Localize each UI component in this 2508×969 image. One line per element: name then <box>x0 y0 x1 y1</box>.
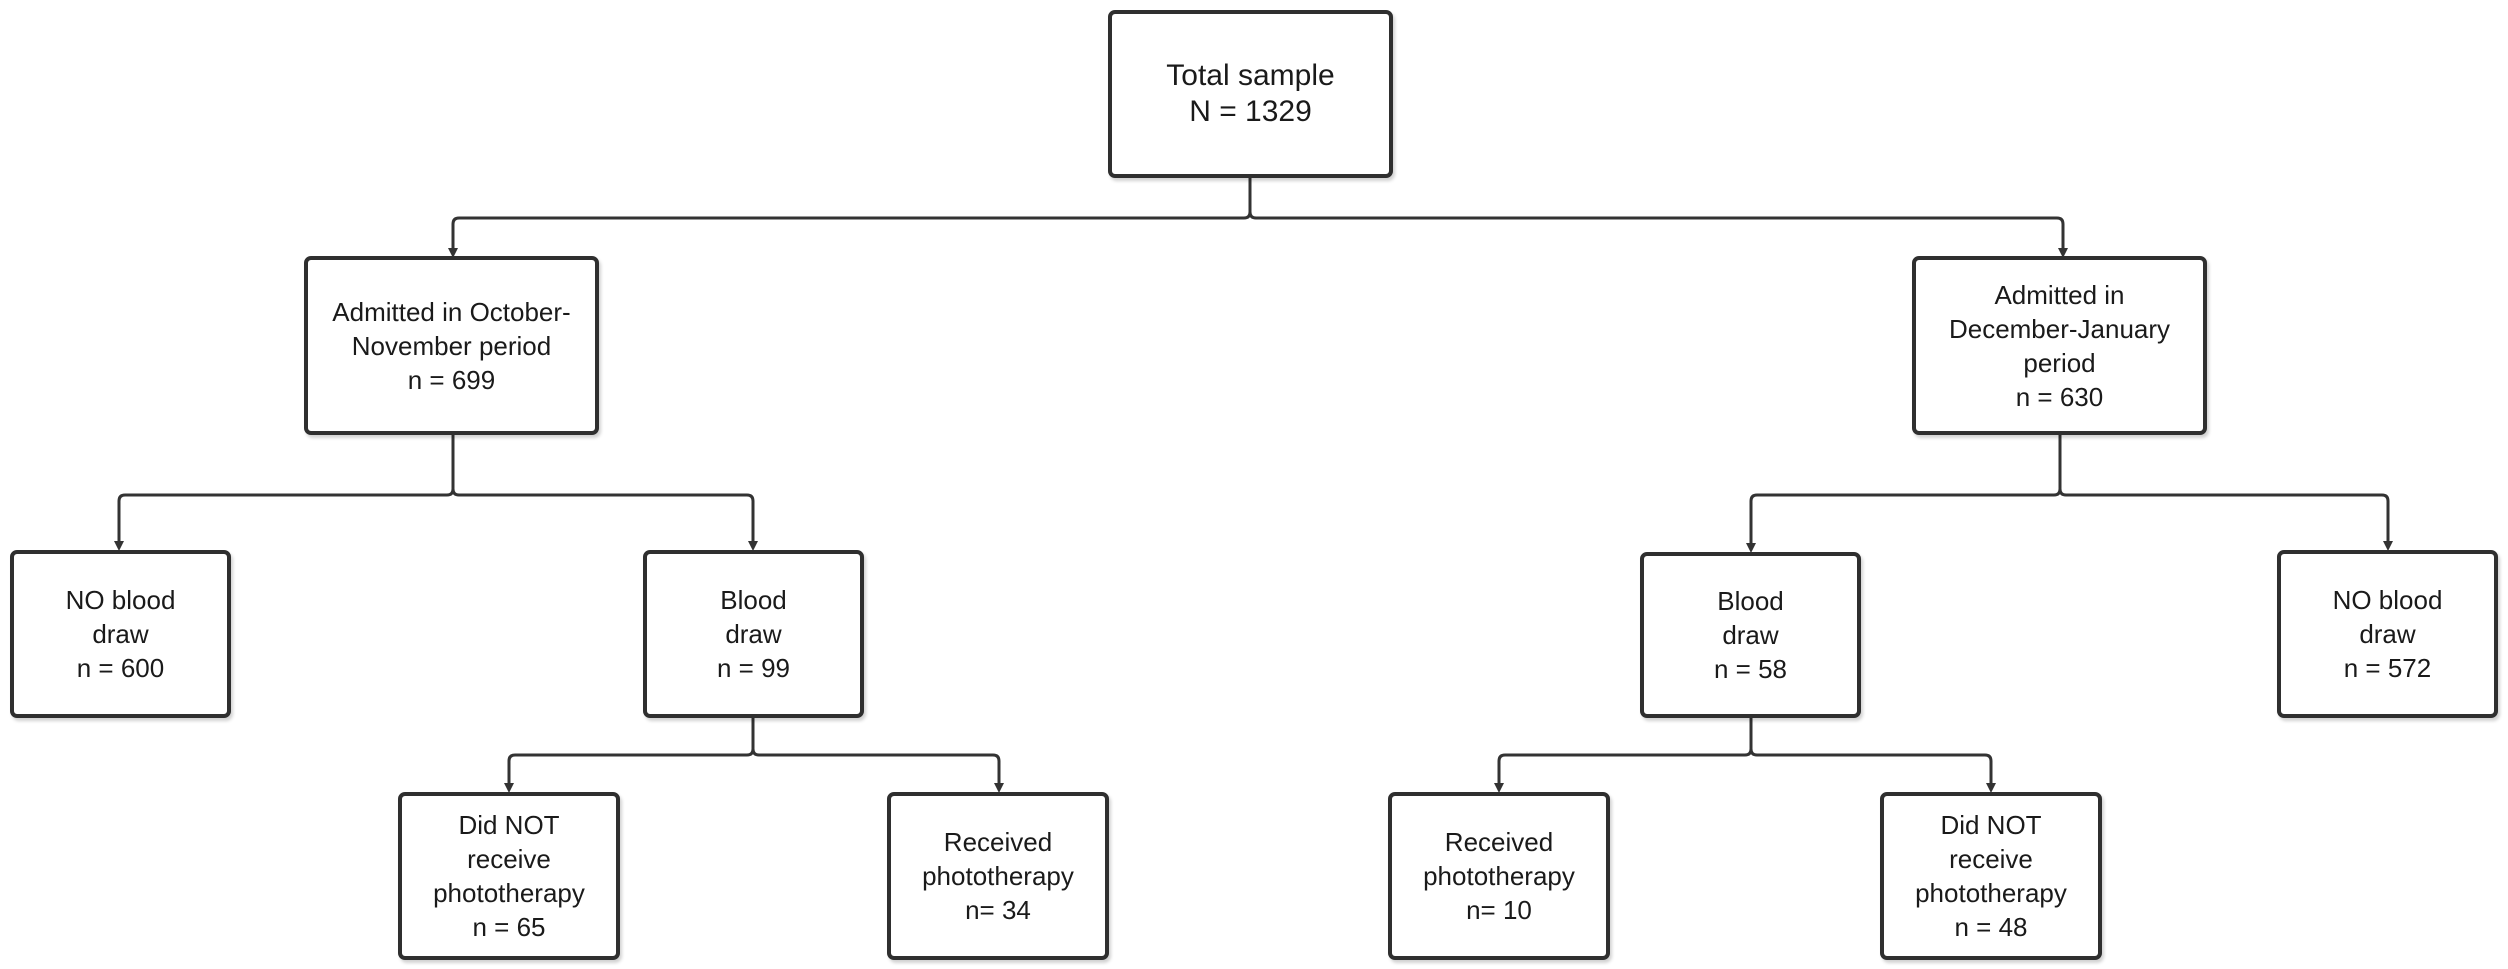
right-photo-line-2: phototherapy <box>1423 861 1575 891</box>
connector-oct-nov-to-no-blood <box>114 435 455 551</box>
left-no-phototherapy-box: Did NOT receive phototherapy n = 65 <box>398 792 620 960</box>
right-no-blood-draw-box: NO blood draw n = 572 <box>2277 550 2498 718</box>
connector-right-blood-to-no-photo <box>1749 748 1996 793</box>
right-no-blood-line-2: draw <box>2359 619 2416 649</box>
connector-root-to-dec-jan <box>1248 211 2068 258</box>
dec-jan-line-3: period <box>2023 347 2096 378</box>
left-blood-line-1: Blood <box>720 585 787 615</box>
right-no-blood-line-3: n = 572 <box>2343 653 2432 683</box>
oct-nov-line-1: Admitted in October- <box>332 296 571 327</box>
left-blood-draw-box: Blood draw n = 99 <box>643 550 864 718</box>
connector-dec-jan-to-blood <box>1746 435 2062 553</box>
left-no-blood-line-2: draw <box>92 619 149 649</box>
dec-jan-line-4: n = 630 <box>2015 381 2104 412</box>
connector-left-blood-to-photo <box>751 748 1004 793</box>
left-no-blood-line-3: n = 600 <box>76 653 165 683</box>
connector-dec-jan-to-no-blood <box>2058 488 2393 551</box>
right-no-blood-line-1: NO blood <box>2332 585 2443 615</box>
right-no-photo-line-3: phototherapy <box>1915 878 2067 908</box>
left-photo-line-1: Received <box>943 827 1053 857</box>
connector-right-blood-to-photo <box>1494 718 1753 793</box>
total-sample-line-2: N = 1329 <box>1189 95 1312 128</box>
left-phototherapy-box: Received phototherapy n= 34 <box>887 792 1109 960</box>
oct-nov-line-3: n = 699 <box>407 364 496 395</box>
right-no-photo-line-4: n = 48 <box>1954 912 2028 942</box>
right-blood-line-1: Blood <box>1717 586 1784 616</box>
connector-oct-nov-to-blood <box>451 488 758 551</box>
right-phototherapy-box: Received phototherapy n= 10 <box>1388 792 1610 960</box>
connector-left-blood-to-no-photo <box>504 718 755 793</box>
left-blood-line-2: draw <box>725 619 782 649</box>
dec-jan-line-1: Admitted in <box>1994 279 2125 310</box>
total-sample-line-1: Total sample <box>1166 59 1335 92</box>
left-no-photo-line-2: receive <box>467 844 551 874</box>
total-sample-box: Total sample N = 1329 <box>1108 10 1393 178</box>
right-blood-draw-box: Blood draw n = 58 <box>1640 552 1861 718</box>
left-no-photo-line-3: phototherapy <box>433 878 585 908</box>
right-no-photo-line-2: receive <box>1949 844 2033 874</box>
dec-jan-line-2: December-January <box>1948 313 2171 344</box>
right-no-phototherapy-box: Did NOT receive phototherapy n = 48 <box>1880 792 2102 960</box>
left-no-blood-draw-box: NO blood draw n = 600 <box>10 550 231 718</box>
left-photo-line-3: n= 34 <box>965 895 1031 925</box>
connector-root-to-oct-nov <box>448 178 1252 258</box>
left-no-blood-line-1: NO blood <box>65 585 176 615</box>
right-photo-line-3: n= 10 <box>1466 895 1532 925</box>
dec-jan-box: Admitted in December-January period n = … <box>1912 256 2207 435</box>
left-blood-line-3: n = 99 <box>716 653 790 683</box>
oct-nov-line-2: November period <box>351 330 552 361</box>
right-blood-line-2: draw <box>1722 620 1779 650</box>
right-blood-line-3: n = 58 <box>1713 654 1787 684</box>
left-no-photo-line-1: Did NOT <box>458 810 560 840</box>
oct-nov-box: Admitted in October- November period n =… <box>304 256 599 435</box>
right-no-photo-line-1: Did NOT <box>1940 810 2042 840</box>
right-photo-line-1: Received <box>1444 827 1554 857</box>
left-no-photo-line-4: n = 65 <box>472 912 546 942</box>
left-photo-line-2: phototherapy <box>922 861 1074 891</box>
